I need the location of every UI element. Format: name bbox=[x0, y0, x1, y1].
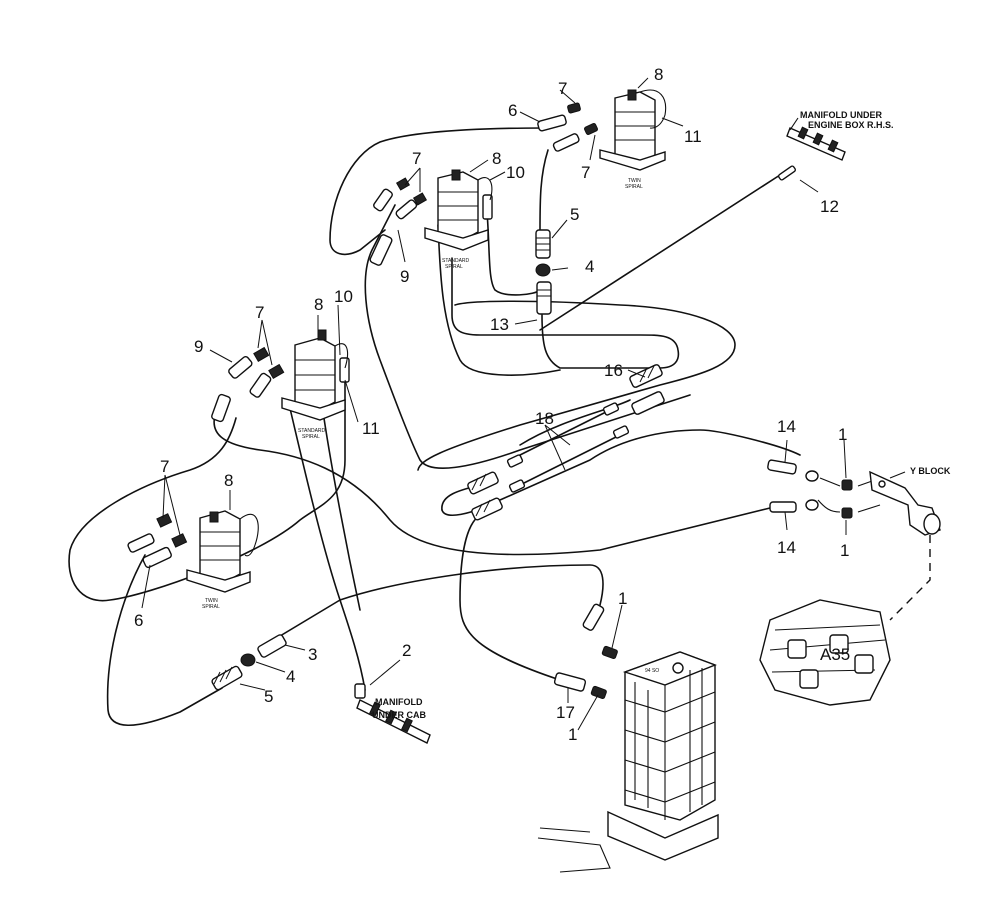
pump-tag-label: 94 SO bbox=[645, 668, 659, 674]
manifold-cab-label-line1: MANIFOLD bbox=[375, 697, 423, 707]
callout: 10 bbox=[334, 287, 353, 306]
motor-twin-spiral-top: TWIN SPIRAL bbox=[599, 89, 667, 190]
callout: 1 bbox=[618, 589, 627, 608]
callout: 17 bbox=[556, 703, 575, 722]
main-pump-unit: 94 SO bbox=[537, 651, 719, 873]
callout: 8 bbox=[654, 65, 663, 84]
callout: 4 bbox=[286, 667, 295, 686]
motor-standard-spiral-upper: STANDARD SPIRAL bbox=[424, 169, 493, 270]
callout: 7 bbox=[160, 457, 169, 476]
motor-tag: STANDARD bbox=[442, 258, 470, 264]
motor-tag: STANDARD bbox=[298, 428, 326, 434]
callout: 1 bbox=[840, 541, 849, 560]
callout: 14 bbox=[777, 538, 796, 557]
valve-code-label: A35 bbox=[820, 645, 850, 664]
manifold-engine-label-line2: ENGINE BOX R.H.S. bbox=[808, 120, 894, 130]
callout: 16 bbox=[604, 361, 623, 380]
manifold-engine-label-line1: MANIFOLD UNDER bbox=[800, 110, 882, 120]
callout: 7 bbox=[558, 79, 567, 98]
callout: 4 bbox=[585, 257, 594, 276]
callout: 7 bbox=[581, 163, 590, 182]
callout: 2 bbox=[402, 641, 411, 660]
y-block: Y BLOCK bbox=[869, 466, 951, 536]
callout: 14 bbox=[777, 417, 796, 436]
callout: 5 bbox=[264, 687, 273, 706]
manifold-cab-label-line2: UNDER CAB bbox=[372, 710, 427, 720]
callout: 1 bbox=[838, 425, 847, 444]
motor-twin-spiral-lower: TWIN SPIRAL bbox=[186, 510, 259, 610]
motor-tag: SPIRAL bbox=[302, 434, 320, 440]
manifold-under-engine-box: MANIFOLD UNDER ENGINE BOX R.H.S. bbox=[786, 110, 894, 161]
manifold-under-cab: MANIFOLD UNDER CAB bbox=[354, 683, 431, 744]
callout: 18 bbox=[535, 409, 554, 428]
fittings bbox=[127, 102, 853, 700]
callout: 8 bbox=[314, 295, 323, 314]
control-valve-a35: A35 bbox=[759, 599, 891, 706]
callout: 10 bbox=[506, 163, 525, 182]
callout: 3 bbox=[308, 645, 317, 664]
callout: 7 bbox=[255, 303, 264, 322]
callout: 9 bbox=[400, 267, 409, 286]
motor-tag: TWIN bbox=[628, 178, 641, 184]
callout: 5 bbox=[570, 205, 579, 224]
callout: 11 bbox=[684, 127, 702, 146]
callout: 9 bbox=[194, 337, 203, 356]
callout: 13 bbox=[490, 315, 509, 334]
callout: 8 bbox=[492, 149, 501, 168]
callout: 7 bbox=[412, 149, 421, 168]
callout: 12 bbox=[820, 197, 839, 216]
leader-lines bbox=[141, 77, 847, 731]
callout: 8 bbox=[224, 471, 233, 490]
callout: 1 bbox=[568, 725, 577, 744]
motor-tag: SPIRAL bbox=[625, 184, 643, 190]
motor-tag: SPIRAL bbox=[202, 604, 220, 610]
callout: 6 bbox=[134, 611, 143, 630]
callout: 11 bbox=[362, 419, 380, 438]
motor-standard-spiral-middle: STANDARD SPIRAL bbox=[281, 329, 349, 440]
motor-tag: SPIRAL bbox=[445, 264, 463, 270]
callout: 6 bbox=[508, 101, 517, 120]
y-block-label: Y BLOCK bbox=[910, 466, 951, 476]
callout-numbers: 7 8 6 11 7 7 8 10 9 5 4 13 12 8 10 7 9 1… bbox=[134, 65, 849, 744]
motor-tag: TWIN bbox=[205, 598, 218, 604]
